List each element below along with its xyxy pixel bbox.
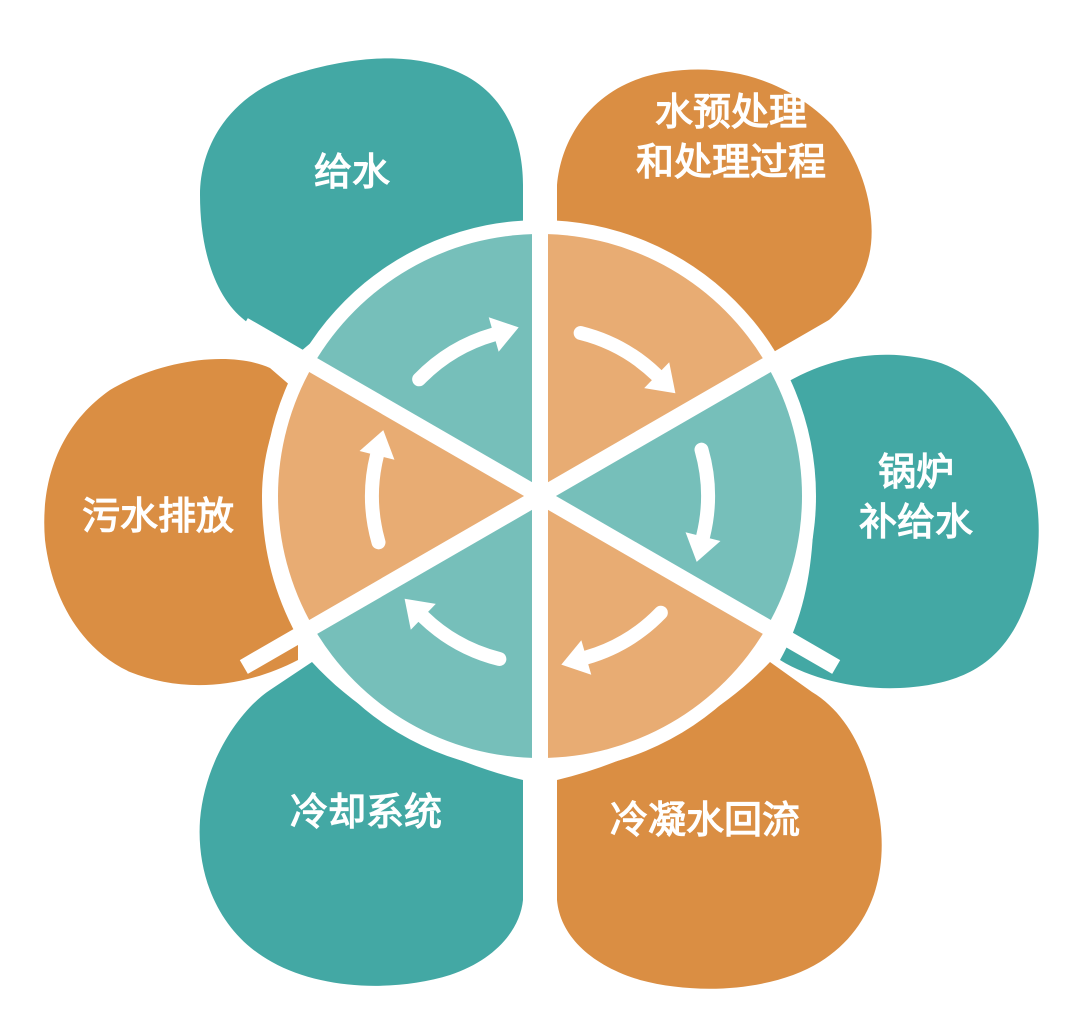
petal-cooling-system: [199, 662, 523, 986]
divider-line-1: [239, 318, 544, 503]
label-line: 给水: [314, 150, 391, 194]
cycle-arrow-2: [573, 325, 676, 394]
cycle-arrow-3: [685, 442, 721, 562]
cycle-arrow-5: [404, 598, 507, 667]
cycle-arrow-6: [359, 430, 395, 550]
label-condensate-return: 冷凝水回流: [610, 798, 800, 842]
label-cooling-system: 冷却系统: [290, 790, 442, 834]
petal-water-supply: [200, 58, 523, 352]
petal-condensate-return: [557, 662, 882, 989]
label-boiler-makeup-water: 锅炉补给水: [859, 450, 974, 544]
label-wastewater-discharge: 污水排放: [82, 494, 234, 538]
label-line: 锅炉: [878, 450, 954, 494]
cycle-arrow-4: [561, 605, 668, 675]
petal-wastewater-discharge: [44, 359, 299, 686]
divider-line-3: [535, 318, 841, 503]
label-line: 水预处理: [655, 90, 807, 134]
sector-boiler-makeup-water: [540, 365, 803, 627]
label-line: 冷凝水回流: [610, 798, 800, 842]
label-water-pretreatment: 水预处理和处理过程: [636, 90, 826, 184]
label-line: 冷却系统: [290, 790, 442, 834]
sector-wastewater-discharge: [278, 365, 540, 627]
label-line: 和处理过程: [636, 140, 826, 184]
label-line: 补给水: [859, 500, 974, 544]
petal-boiler-makeup-water: [780, 354, 1039, 689]
label-water-supply: 给水: [314, 150, 391, 194]
cycle-arrows: [359, 317, 721, 675]
divider-lines: [239, 154, 841, 838]
petal-water-pretreatment: [557, 69, 872, 357]
cycle-arrow-1: [412, 317, 519, 387]
petals-layer: [44, 58, 1039, 989]
label-line: 污水排放: [82, 494, 234, 538]
divider-line-6: [239, 489, 544, 674]
divider-line-4: [535, 489, 841, 674]
